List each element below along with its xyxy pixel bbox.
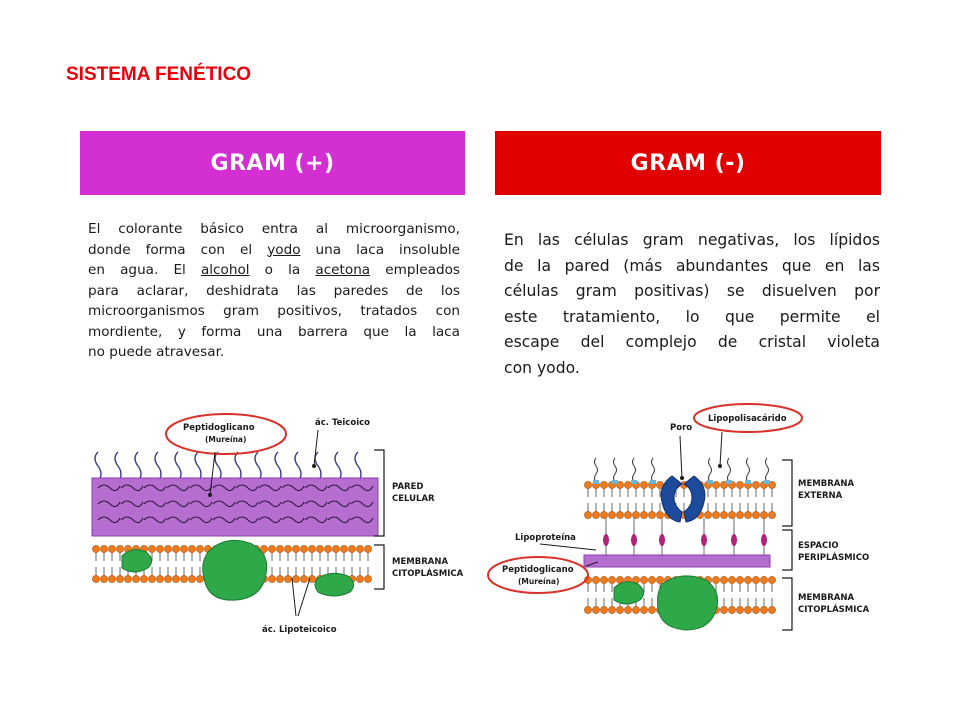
gneg-text-line: células gram positivas) se disuelven por [504,282,880,300]
gneg-peptidoglycan-callout [487,556,589,594]
teichoic-acid-label: ác. Teicoico [315,418,370,428]
outer-membrane-label-2: EXTERNA [798,491,843,501]
gneg-text-line: con yodo. [504,358,580,377]
periplasm-label-2: PERIPLÁSMICO [798,551,869,563]
periplasm-label-1: ESPACIO [798,541,839,551]
porin-label: Poro [670,423,692,433]
gram-positive-header: GRAM (+) [80,131,465,195]
gneg-peptidoglycan-label: Peptidoglicano [502,565,574,575]
lipoprotein-label: Lipoproteína [515,533,576,543]
gram-positive-diagram: Peptidoglicano (Mureína) ác. Teicoico PA… [91,413,464,635]
gpos-text-line: El colorante básico entra al microorgani… [88,221,460,237]
peptidoglycan-callout [165,413,287,455]
lps-label: Lipopolisacárido [708,414,787,424]
gpos-text-line: no puede atravesar. [88,344,225,360]
thin-peptidoglycan-layer [583,554,771,568]
gpos-text-line: para aclarar, deshidrata las paredes de … [88,282,460,299]
gram-negative-header: GRAM (-) [495,131,881,195]
gpos-peptidoglycan-sub: (Mureína) [205,435,246,444]
inner-membrane-label-2: CITOPLÁSMICA [798,603,870,615]
membrane-proteins [121,539,354,601]
inner-membrane-label-1: MEMBRANA [798,593,854,603]
gneg-text-line: escape del complejo de cristal violeta [504,333,880,351]
cell-wall-label-2: CELULAR [392,494,435,504]
porin-channel [660,475,706,523]
gneg-text-line: de la pared (más abundantes que en las [504,256,880,275]
gpos-text-line: donde forma con el yodo una laca insolub… [88,241,460,258]
peptidoglycan-mesh [97,484,374,524]
gpos-peptidoglycan-label: Peptidoglicano [183,423,255,433]
gram-positive-description: El colorante básico entra al microorgani… [88,219,460,363]
lipopolysaccharide-chains [593,457,770,484]
gpos-text-line: microorganismos gram positivos, tratados… [88,303,460,319]
lps-callout [693,403,803,433]
lipoproteins [603,518,767,555]
gpos-membrane-label-2: CITOPLÁSMICA [392,567,464,579]
gpos-text-line: mordiente, y forma una barrera que la la… [88,323,460,340]
gneg-membrane-proteins [613,575,719,631]
peptidoglycan-wall [91,477,379,537]
gneg-text-line: este tratamiento, lo que permite el [504,307,880,326]
gram-negative-description: En las células gram negativas, los lípid… [504,228,880,381]
gram-negative-diagram: Poro Lipopolisacárido Lipoproteína Pepti… [487,403,870,631]
outer-membrane-label-1: MEMBRANA [798,479,854,489]
gpos-membrane-label-1: MEMBRANA [392,557,448,567]
gneg-text-line: En las células gram negativas, los lípid… [504,231,880,249]
cell-wall-label-1: PARED [392,482,423,492]
lipoteichoic-acid-label: ác. Lipoteicoico [262,625,337,635]
gneg-peptidoglycan-sub: (Mureína) [518,577,559,586]
slide-title: SISTEMA FENÉTICO [66,64,252,85]
gpos-text-line: en agua. El alcohol o la acetona emplead… [88,262,460,278]
